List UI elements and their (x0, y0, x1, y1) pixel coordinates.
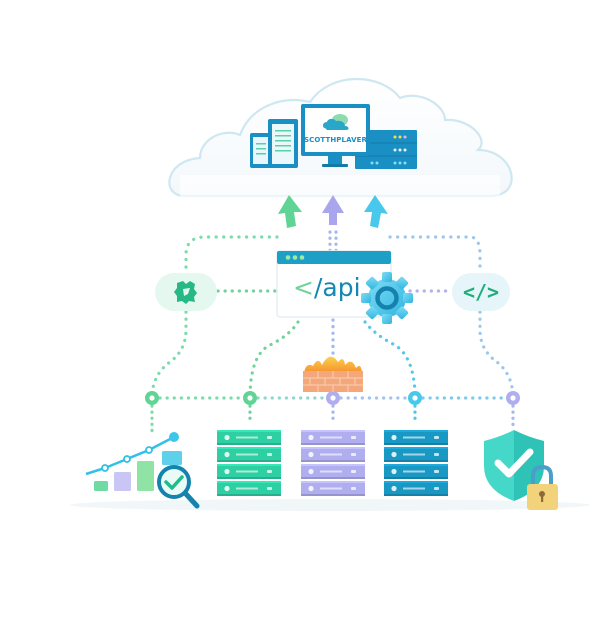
server-unit (217, 430, 281, 445)
server-unit (217, 464, 281, 479)
ground-shadow (70, 499, 590, 511)
arrow-up-icon-green (278, 195, 302, 228)
brand-label: SCOTTHPLAVER (304, 136, 368, 144)
code-node: </> (452, 273, 510, 311)
junction-node (326, 391, 340, 405)
devices: SCOTTHPLAVER (250, 104, 417, 169)
connector (248, 320, 300, 400)
server-unit (384, 464, 448, 479)
chart-magnifier-icon (85, 432, 200, 509)
plugin-node (155, 273, 217, 311)
api-label: </api (293, 273, 361, 302)
server-unit (301, 464, 365, 479)
connector (388, 235, 482, 272)
server-blue (384, 430, 448, 496)
puzzle-gear-icon (174, 281, 197, 304)
server-purple (301, 430, 365, 496)
code-icon: </> (463, 280, 499, 304)
connector (150, 310, 188, 400)
server-unit (217, 447, 281, 462)
server-unit (384, 430, 448, 445)
servers (217, 430, 448, 496)
junction-node (145, 391, 159, 405)
server-unit (217, 481, 281, 496)
brand-logo-icon (322, 114, 349, 130)
connector (184, 235, 279, 272)
server-unit (301, 430, 365, 445)
junctions (145, 391, 520, 405)
api-bracket: < (293, 273, 314, 302)
connectors (150, 230, 515, 434)
lock-icon (527, 464, 558, 510)
junction-node (506, 391, 520, 405)
junction-node (243, 391, 257, 405)
server-green (217, 430, 281, 496)
firewall-icon (303, 356, 363, 392)
gear-icon (361, 272, 413, 324)
phone-icon (250, 133, 272, 168)
server-unit (301, 481, 365, 496)
arrows (278, 195, 388, 228)
server-unit (384, 447, 448, 462)
api-text: /api (314, 273, 361, 302)
connector (363, 320, 417, 400)
api-window: </api (276, 250, 392, 318)
arrow-up-icon-purple (322, 195, 344, 225)
arrow-up-icon-cyan (364, 195, 388, 228)
shield-lock-icon (484, 430, 558, 510)
server-unit (384, 481, 448, 496)
junction-node (408, 391, 422, 405)
server-unit (301, 447, 365, 462)
tablet-icon (268, 119, 298, 168)
connector (478, 310, 515, 400)
window-title-bar (277, 251, 391, 264)
monitor-icon: SCOTTHPLAVER (301, 104, 370, 167)
